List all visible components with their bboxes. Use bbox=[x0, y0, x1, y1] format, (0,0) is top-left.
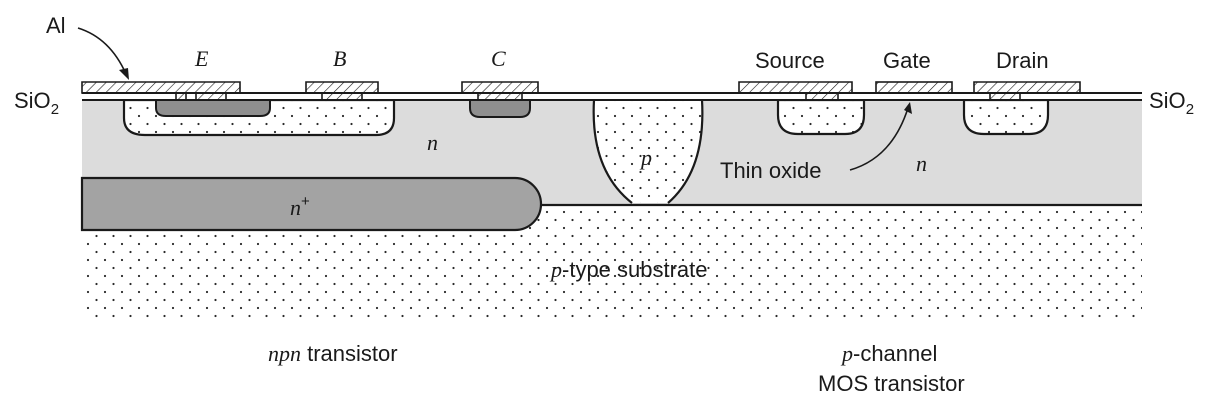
drain-label: Drain bbox=[996, 48, 1049, 73]
aluminum-contacts bbox=[81, 81, 1081, 101]
n-region-right-label: n bbox=[916, 151, 927, 176]
pmos-caption-line2: MOS transistor bbox=[818, 371, 965, 396]
al-pointer-arrowhead bbox=[119, 68, 129, 80]
thin-oxide-label: Thin oxide bbox=[720, 158, 822, 183]
n-region-left-label: n bbox=[427, 130, 438, 155]
npn-emitter-region bbox=[155, 99, 271, 117]
p-isolation-right-edge bbox=[667, 99, 704, 204]
substrate-label: p-type substrate bbox=[549, 257, 708, 282]
n-plus-buried-layer bbox=[80, 176, 543, 232]
npn-collector-contact-region bbox=[469, 99, 531, 118]
base-label: B bbox=[333, 46, 346, 71]
npn-transistor-caption: npn transistor bbox=[268, 341, 398, 366]
p-isolation-left-edge bbox=[592, 99, 633, 204]
sio2-left-label: SiO2 bbox=[14, 88, 59, 118]
source-label: Source bbox=[755, 48, 825, 73]
source-al-contact bbox=[738, 81, 853, 101]
emitter-label: E bbox=[194, 46, 209, 71]
gate-al-electrode bbox=[875, 81, 953, 94]
pmos-drain-region-dots bbox=[962, 98, 1050, 136]
thin-oxide-leader bbox=[849, 107, 909, 171]
pmos-caption-line1: p-channel bbox=[840, 341, 937, 366]
al-pointer-arrow bbox=[77, 27, 127, 75]
collector-label: C bbox=[491, 46, 506, 71]
p-isolation-label: p bbox=[639, 145, 652, 170]
emitter-al-contact bbox=[81, 81, 241, 101]
sio2-right-label: SiO2 bbox=[1149, 88, 1194, 118]
drain-al-contact bbox=[973, 81, 1081, 101]
n-plus-label: n+ bbox=[290, 193, 310, 220]
pmos-source-region-dots bbox=[776, 98, 866, 136]
thin-oxide-leader-arrowhead bbox=[904, 102, 912, 114]
p-isolation-region-dots bbox=[593, 100, 703, 203]
al-label: Al bbox=[46, 13, 66, 38]
sio2-oxide-layer bbox=[82, 93, 1142, 100]
base-al-contact bbox=[305, 81, 379, 101]
gate-label: Gate bbox=[883, 48, 931, 73]
collector-al-contact bbox=[461, 81, 539, 101]
